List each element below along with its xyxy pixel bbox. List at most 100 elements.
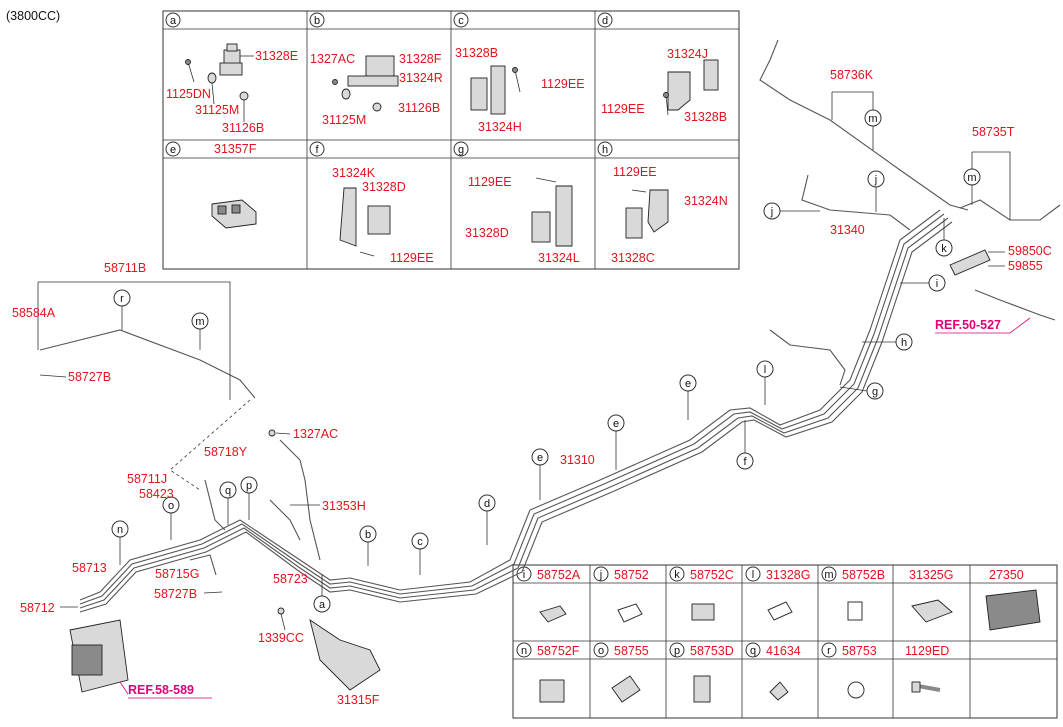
label-58736K: 58736K	[830, 68, 874, 82]
label-58711J: 58711J	[127, 472, 167, 486]
svg-text:h: h	[602, 144, 608, 156]
label-31340: 31340	[830, 223, 865, 237]
label-31125M-b: 31125M	[322, 113, 366, 127]
callout-e3: e	[679, 374, 697, 392]
svg-text:b: b	[314, 15, 320, 27]
callout-c: c	[411, 532, 429, 550]
cell-h-header: h	[597, 141, 613, 157]
callout-l: l	[756, 360, 774, 378]
label-58727B-top: 58727B	[68, 370, 111, 384]
callout-b: b	[359, 525, 377, 543]
svg-text:k: k	[674, 569, 680, 581]
label-31324K: 31324K	[332, 166, 376, 180]
label-31324H: 31324H	[478, 120, 522, 134]
callout-n: n	[111, 520, 129, 538]
lower-cell-1129ED: 1129ED	[905, 644, 949, 693]
svg-text:o: o	[598, 645, 604, 657]
label-1129ED: 1129ED	[905, 644, 949, 658]
callout-m1: m	[191, 312, 209, 330]
svg-text:l: l	[752, 569, 754, 581]
callout-g: g	[866, 382, 884, 400]
label-31328G: 31328G	[766, 568, 810, 582]
label-58755: 58755	[614, 644, 649, 658]
label-31325G: 31325G	[909, 568, 953, 582]
lower-cell-27350: 27350	[985, 568, 1041, 631]
lower-cell-k: k 58752C	[669, 566, 734, 621]
callout-q: q	[219, 481, 237, 499]
ref-50-527[interactable]: REF.50-527	[935, 318, 1001, 332]
cell-b-parts: 1327AC 31328F 31324R 31125M 31126B	[310, 52, 443, 127]
label-31328B-c: 31328B	[455, 46, 498, 60]
label-31324J: 31324J	[667, 47, 708, 61]
svg-text:l: l	[764, 364, 766, 376]
label-31328B-d: 31328B	[684, 110, 727, 124]
engine-note: (3800CC)	[6, 9, 60, 23]
label-58735T: 58735T	[972, 125, 1015, 139]
label-41634: 41634	[766, 644, 801, 658]
bracket-31315F	[309, 618, 381, 691]
cell-a-parts: 31328E 1125DN 31125M 31126B	[166, 43, 298, 135]
label-31315F: 31315F	[337, 693, 380, 707]
label-1129EE-h: 1129EE	[613, 165, 657, 179]
label-58715G: 58715G	[155, 567, 199, 581]
callout-e1: e	[531, 448, 549, 466]
label-58752C: 58752C	[690, 568, 734, 582]
callout-r: r	[113, 289, 131, 307]
label-31126B-a: 31126B	[222, 121, 264, 135]
label-31328F: 31328F	[399, 52, 442, 66]
cell-g-header: g	[453, 141, 469, 157]
svg-text:e: e	[613, 418, 619, 430]
svg-text:a: a	[319, 599, 326, 611]
svg-text:e: e	[685, 378, 691, 390]
svg-text:j: j	[874, 174, 877, 186]
label-58712: 58712	[20, 601, 55, 615]
lower-parts-table: i 58752A j 58752 k 58752C l 31328G m 587…	[512, 564, 1058, 719]
svg-text:q: q	[225, 485, 231, 497]
svg-text:e: e	[170, 144, 176, 156]
svg-text:g: g	[458, 144, 464, 156]
cell-d-parts: 31324J 1129EE 31328B	[601, 47, 727, 124]
cell-f-header: f	[309, 141, 325, 157]
label-58711B: 58711B	[104, 261, 146, 275]
svg-text:c: c	[458, 15, 464, 27]
svg-text:n: n	[117, 524, 123, 536]
svg-text:j: j	[599, 569, 602, 581]
label-58752F: 58752F	[537, 644, 580, 658]
label-1129EE-d: 1129EE	[601, 102, 645, 116]
callout-j2: j	[867, 170, 885, 188]
label-59855: 59855	[1008, 259, 1043, 273]
lower-cell-n: n 58752F	[516, 642, 580, 703]
callout-a: a	[313, 595, 331, 613]
svg-text:i: i	[936, 278, 938, 290]
label-58752B: 58752B	[842, 568, 885, 582]
callout-d: d	[478, 494, 496, 512]
upper-parts-table: a b c d e f g h	[162, 10, 740, 270]
label-58584A: 58584A	[12, 306, 56, 320]
svg-text:b: b	[365, 529, 371, 541]
label-58723: 58723	[273, 572, 308, 586]
label-31328D-g: 31328D	[465, 226, 509, 240]
svg-text:m: m	[195, 316, 204, 328]
lower-cell-l: l 31328G	[745, 566, 810, 621]
callout-p: p	[240, 476, 258, 494]
label-31328C: 31328C	[611, 251, 655, 265]
svg-text:d: d	[484, 498, 490, 510]
svg-text:m: m	[967, 172, 976, 184]
label-31357F: 31357F	[214, 142, 257, 156]
label-58752: 58752	[614, 568, 649, 582]
svg-text:a: a	[170, 15, 177, 27]
svg-text:q: q	[750, 645, 756, 657]
lower-cell-m: m 58752B	[821, 566, 885, 621]
ref-58-589[interactable]: REF.58-589	[128, 683, 194, 697]
callout-m3: m	[963, 168, 981, 186]
cell-h-parts: 1129EE 31324N 31328C	[611, 165, 728, 265]
svg-text:p: p	[246, 480, 252, 492]
svg-text:n: n	[521, 645, 527, 657]
cell-f-parts: 31324K 31328D 1129EE	[332, 166, 434, 265]
lower-cell-31325G: 31325G	[909, 568, 953, 623]
svg-text:o: o	[168, 500, 174, 512]
label-1129EE-c: 1129EE	[541, 77, 585, 91]
label-58753D: 58753D	[690, 644, 734, 658]
cell-b-header: b	[309, 12, 325, 28]
